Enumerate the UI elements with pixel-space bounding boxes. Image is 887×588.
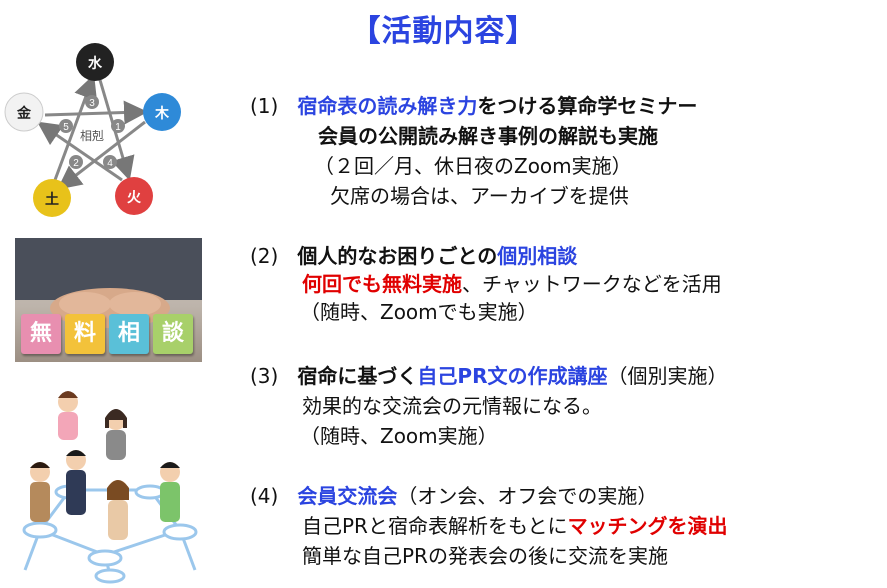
- person-right-man: [160, 462, 180, 522]
- item1-line1-rest: をつける算命学セミナー: [477, 94, 698, 118]
- item1-line4: 欠席の場合は、アーカイブを提供: [330, 184, 629, 208]
- item1-highlight: 宿命表の読み解き力: [297, 94, 478, 118]
- fire-label: 火: [127, 190, 142, 206]
- number-2: 2: [73, 158, 79, 169]
- five-elements-diagram: 3 1 5 2 4 相剋 水 木 火 土 金: [4, 43, 181, 217]
- item1-number: (1): [250, 94, 279, 118]
- block-mu: 無: [21, 314, 61, 354]
- item2-number: (2): [250, 244, 279, 268]
- sokoku-label: 相剋: [80, 129, 104, 143]
- water-label: 水: [88, 55, 103, 72]
- block-dan: 談: [153, 314, 193, 354]
- number-1: 1: [115, 122, 121, 133]
- item2-line1: (2) 個人的なお困りごとの個別相談: [250, 244, 577, 268]
- wood-element: [143, 93, 181, 131]
- item3-line3: （随時、Zoom実施）: [300, 424, 498, 448]
- item4-line2: 自己PRと宿命表解析をもとにマッチングを演出: [302, 514, 728, 538]
- item3-line1-rest: （個別実施）: [607, 364, 728, 388]
- networking-people-illustration: [22, 391, 198, 584]
- item3-line2: 効果的な交流会の元情報になる。: [302, 394, 602, 418]
- number-3: 3: [89, 98, 95, 109]
- item4-red-highlight: マッチングを演出: [567, 514, 728, 538]
- item4-line1: (4) 会員交流会（オン会、オフ会での実施）: [250, 484, 657, 508]
- person-left-businessman: [30, 462, 50, 522]
- item2-red-highlight: 何回でも無料実施: [302, 272, 462, 296]
- item4-line3: 簡単な自己PRの発表会の後に交流を実施: [302, 544, 668, 568]
- item2-line2-rest: 、チャットワークなどを活用: [462, 272, 722, 296]
- number-4: 4: [107, 158, 113, 169]
- arrow-earth-water: [53, 74, 98, 181]
- block-ryo: 料: [65, 314, 105, 354]
- earth-label: 土: [45, 191, 59, 208]
- item2-line1-text: 個人的なお困りごとの: [297, 244, 498, 268]
- number-5: 5: [63, 122, 69, 133]
- item2-highlight: 個別相談: [497, 244, 578, 268]
- item4-highlight: 会員交流会: [297, 484, 398, 508]
- person-center-suit: [66, 450, 86, 515]
- arrow-metal-wood: [44, 100, 148, 125]
- metal-label: 金: [16, 105, 32, 122]
- person-top-right: [105, 409, 127, 460]
- item2-line2: 何回でも無料実施、チャットワークなどを活用: [302, 272, 722, 296]
- page-title: 【活動内容】: [350, 14, 537, 49]
- fire-element: [115, 177, 153, 215]
- item3-line1-text: 宿命に基づく: [297, 364, 418, 388]
- person-center-woman: [107, 480, 129, 540]
- item1-line1: (1) 宿命表の読み解き力をつける算命学セミナー: [250, 94, 697, 118]
- item3-number: (3): [250, 364, 279, 388]
- wood-label: 木: [154, 105, 170, 122]
- metal-element: [4, 92, 44, 132]
- water-element: [76, 43, 114, 81]
- item3-highlight: 自己PR文の作成講座: [417, 364, 608, 388]
- earth-element: [33, 179, 71, 217]
- item1-line3: （２回／月、休日夜のZoom実施）: [314, 154, 632, 178]
- item1-line2: 会員の公開読み解き事例の解説も実施: [318, 124, 658, 148]
- person-top-left: [58, 391, 78, 440]
- free-consultation-photo: 無 料 相 談: [15, 238, 202, 362]
- arrow-fire-metal: [37, 121, 123, 182]
- item4-line1-rest: （オン会、オフ会での実施）: [397, 484, 658, 508]
- item4-line2-start: 自己PRと宿命表解析をもとに: [302, 514, 568, 538]
- item3-line1: (3) 宿命に基づく自己PR文の作成講座（個別実施）: [250, 364, 727, 388]
- block-sou: 相: [109, 314, 149, 354]
- item2-line3: （随時、Zoomでも実施）: [300, 300, 538, 324]
- arrow-wood-earth: [57, 120, 146, 190]
- item4-number: (4): [250, 484, 279, 508]
